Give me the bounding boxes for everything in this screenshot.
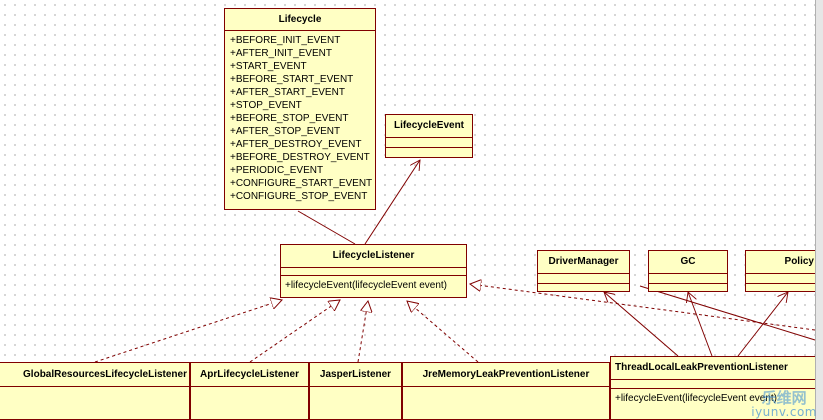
attribute: +PERIODIC_EVENT <box>230 165 324 176</box>
class-driver-manager[interactable]: DriverManager <box>537 250 630 292</box>
attribute: +BEFORE_STOP_EVENT <box>230 113 349 124</box>
class-driver-manager-operations <box>538 284 629 291</box>
class-driver-manager-name: DriverManager <box>538 251 629 274</box>
class-global-resources-attributes <box>0 387 189 397</box>
class-jasper-listener[interactable]: JasperListener <box>309 362 402 420</box>
class-policy-operations <box>746 284 816 291</box>
class-policy-name: Policy <box>746 251 816 274</box>
edge-jre-realizes-listener <box>407 301 479 363</box>
class-lifecycle[interactable]: Lifecycle +BEFORE_INIT_EVENT +AFTER_INIT… <box>224 8 376 210</box>
class-policy[interactable]: Policy <box>745 250 817 292</box>
class-lifecycle-event[interactable]: LifecycleEvent <box>385 114 473 158</box>
class-lifecycle-event-attributes <box>386 138 472 148</box>
attribute: +STOP_EVENT <box>230 100 302 111</box>
class-apr-attributes <box>191 387 308 397</box>
attribute: +BEFORE_INIT_EVENT <box>230 35 341 46</box>
class-global-resources-name: GlobalResourcesLifecycleListener <box>0 363 189 387</box>
class-apr-lifecycle-listener[interactable]: AprLifecycleListener <box>190 362 309 420</box>
attribute: +BEFORE_DESTROY_EVENT <box>230 152 370 163</box>
class-thread-local-operations: +lifecycleEvent(lifecycleEvent event) <box>611 389 821 419</box>
class-gc-attributes <box>649 274 727 284</box>
edge-threadlocal-policy <box>737 292 788 357</box>
class-gc-operations <box>649 284 727 291</box>
attribute: +BEFORE_START_EVENT <box>230 74 354 85</box>
attribute: +CONFIGURE_STOP_EVENT <box>230 191 368 202</box>
edge-global-realizes-listener <box>94 300 282 363</box>
class-thread-local-leak-prevention-listener[interactable]: ThreadLocalLeakPreventionListener +lifec… <box>610 356 822 420</box>
edge-jasper-realizes-listener <box>357 301 368 363</box>
class-jre-memory-leak-prevention-listener[interactable]: JreMemoryLeakPreventionListener <box>402 362 610 420</box>
edge-apr-realizes-listener <box>249 300 340 363</box>
class-gc-name: GC <box>649 251 727 274</box>
class-thread-local-name: ThreadLocalLeakPreventionListener <box>611 357 821 380</box>
class-jasper-attributes <box>310 387 401 397</box>
attribute: +CONFIGURE_START_EVENT <box>230 178 373 189</box>
class-jre-memory-attributes <box>403 387 609 397</box>
class-lifecycle-listener[interactable]: LifecycleListener +lifecycleEvent(lifecy… <box>280 244 467 298</box>
class-jre-memory-name: JreMemoryLeakPreventionListener <box>403 363 609 387</box>
class-driver-manager-attributes <box>538 274 629 284</box>
attribute: +AFTER_START_EVENT <box>230 87 345 98</box>
class-thread-local-attributes <box>611 380 821 389</box>
edge-listener-lifecycle <box>297 210 356 245</box>
class-lifecycle-event-operations <box>386 148 472 157</box>
attribute: +AFTER_DESTROY_EVENT <box>230 139 362 150</box>
operation: +lifecycleEvent(lifecycleEvent event) <box>285 280 448 291</box>
watermark-line2: iyunv.com <box>751 405 817 419</box>
class-policy-attributes <box>746 274 816 284</box>
watermark-line1: 乐维网 <box>761 389 807 407</box>
class-gc[interactable]: GC <box>648 250 728 292</box>
edge-threadlocal-drivermanager <box>604 292 679 357</box>
class-lifecycle-listener-name: LifecycleListener <box>281 245 466 268</box>
attribute: +AFTER_INIT_EVENT <box>230 48 332 59</box>
edge-threadlocal-offscreen <box>639 285 816 341</box>
class-lifecycle-listener-attributes <box>281 268 466 276</box>
class-lifecycle-listener-operations: +lifecycleEvent(lifecycleEvent event) <box>281 276 466 297</box>
class-lifecycle-name: Lifecycle <box>225 9 375 31</box>
class-lifecycle-attributes: +BEFORE_INIT_EVENT +AFTER_INIT_EVENT +ST… <box>225 31 375 209</box>
edge-threadlocal-gc <box>688 292 713 357</box>
class-apr-name: AprLifecycleListener <box>191 363 308 387</box>
attribute: +START_EVENT <box>230 61 307 72</box>
class-global-resources-lifecycle-listener[interactable]: GlobalResourcesLifecycleListener <box>0 362 190 420</box>
class-jasper-name: JasperListener <box>310 363 401 387</box>
operation: +lifecycleEvent(lifecycleEvent event) <box>615 393 778 404</box>
attribute: +AFTER_STOP_EVENT <box>230 126 341 137</box>
class-lifecycle-event-name: LifecycleEvent <box>386 115 472 138</box>
watermark: 乐维网 iyunv.com <box>751 389 817 419</box>
canvas-right-edge <box>815 0 823 420</box>
